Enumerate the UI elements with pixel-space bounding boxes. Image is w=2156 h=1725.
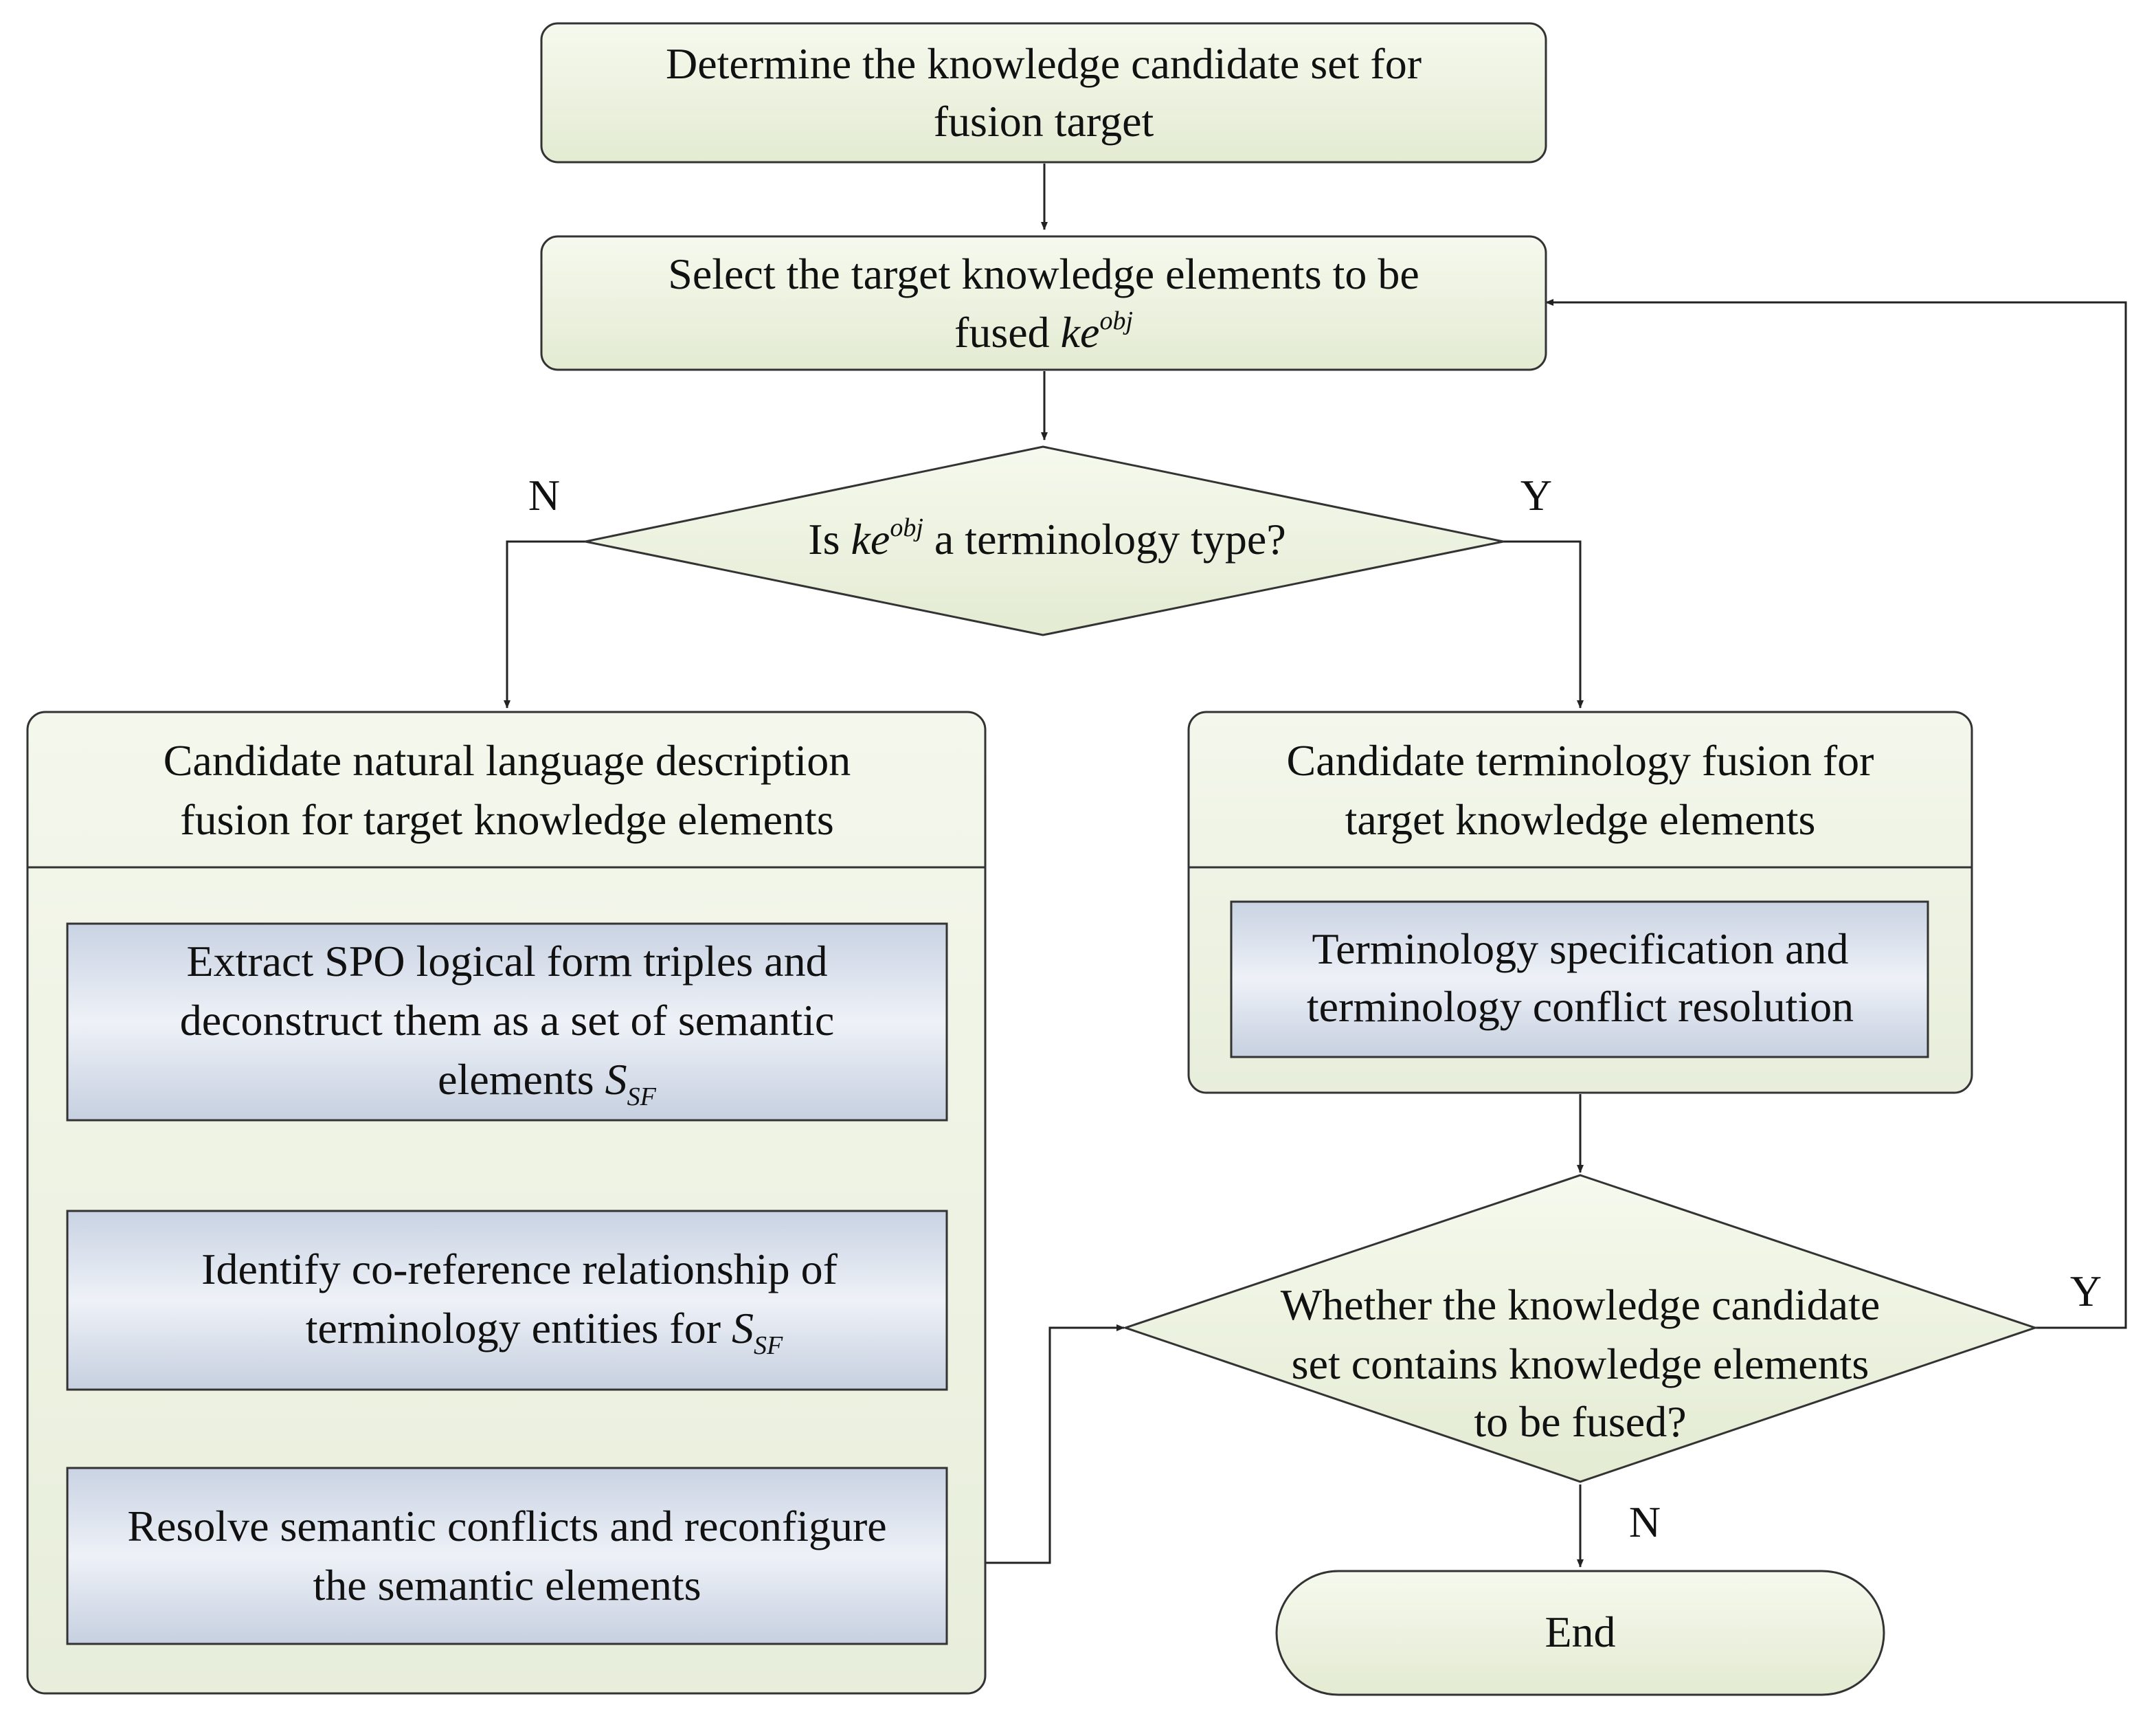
determine-candidate-set-box: Determine the knowledge candidate set fo… [540,22,1547,164]
decision2-line3: to be fused? [1474,1397,1686,1446]
step1-symbol-sub: SF [627,1082,657,1111]
select-symbol-sup: obj [1099,307,1133,335]
decision1-text: Is keobj a terminology type? [808,513,1285,564]
term-step-line2: terminology conflict resolution [1307,982,1854,1031]
select-line1: Select the target knowledge elements to … [668,249,1419,298]
decision1-symbol-base: ke [851,515,890,564]
terminology-specification-step: Terminology specification and terminolog… [1230,900,1929,1058]
remaining-elements-decision: Whether the knowledge candidate set cont… [1122,1174,2039,1483]
arrow-decision2-yes-loop [1545,299,2127,1329]
step1-line3: elements SSF [438,1055,656,1111]
edge-label-remaining-yes: Y [2070,1267,2102,1315]
arrow-decision-no-to-nl-fusion [504,540,585,709]
end-terminator: End [1275,1570,1885,1696]
term-fusion-title-line2: target knowledge elements [1345,795,1816,844]
step2-line1: Identify co-reference relationship of [201,1245,838,1293]
step3-line2: the semantic elements [313,1561,701,1610]
term-step-line1: Terminology specification and [1312,924,1848,973]
edge-label-remaining-no: N [1629,1498,1661,1546]
step1-symbol-base: S [605,1055,627,1104]
step2-symbol-sub: SF [754,1331,783,1360]
select-symbol-base: ke [1061,308,1100,357]
nl-description-fusion-container: Candidate natural language description f… [26,711,987,1695]
decision1-symbol-sup: obj [890,513,923,542]
arrow-step3-to-decision2 [985,1324,1125,1564]
terminology-type-decision: Is keobj a terminology type? [585,445,1504,636]
resolve-conflicts-step: Resolve semantic conflicts and reconfigu… [66,1467,948,1645]
decision2-line2: set contains knowledge elements [1292,1339,1869,1388]
edge-label-terminology-no: N [528,471,560,520]
extract-spo-step: Extract SPO logical form triples and dec… [66,922,948,1122]
step1-line3-prefix: elements [438,1055,605,1104]
decision1-suffix: a terminology type? [923,515,1286,564]
step3-line1: Resolve semantic conflicts and reconfigu… [127,1502,886,1550]
term-fusion-title-line1: Candidate terminology fusion for [1287,736,1874,785]
select-line2: fused keobj [954,307,1133,357]
determine-line2: fusion target [934,97,1154,146]
step1-line1: Extract SPO logical form triples and [186,937,827,986]
step2-line2: terminology entities for SSF [306,1304,783,1360]
step1-line2: deconstruct them as a set of semantic [180,996,835,1045]
decision2-line1: Whether the knowledge candidate [1281,1280,1880,1329]
determine-line1: Determine the knowledge candidate set fo… [666,39,1422,88]
step2-line2-prefix: terminology entities for [306,1304,732,1353]
edge-label-terminology-yes: Y [1520,471,1552,520]
step2-symbol-base: S [732,1304,754,1353]
decision1-prefix: Is [808,515,851,564]
select-line2-prefix: fused [954,308,1061,357]
arrow-decision-yes-to-term-fusion [1503,540,1584,709]
select-target-elements-box: Select the target knowledge elements to … [540,235,1547,371]
nl-fusion-title-line2: fusion for target knowledge elements [180,795,833,844]
nl-fusion-title-line1: Candidate natural language description [164,736,851,785]
terminology-fusion-container: Candidate terminology fusion for target … [1187,711,1973,1094]
end-label: End [1545,1607,1615,1656]
identify-coreference-step: Identify co-reference relationship of te… [66,1210,948,1391]
